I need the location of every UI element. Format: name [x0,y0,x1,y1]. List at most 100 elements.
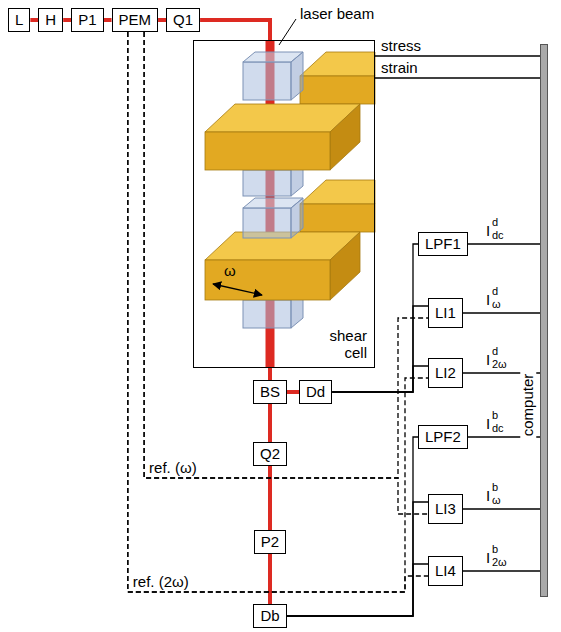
lock-in-box: LI3 [428,494,463,524]
label-anchor: 2ω [492,359,507,370]
lock-in-box: LI4 [428,556,463,586]
optics-box: Q2 [253,442,287,466]
signal-name: I [486,550,490,565]
lower-block-front [205,260,330,300]
node-label: LI2 [435,363,456,383]
signal-superscript: b [492,544,498,555]
reference-wire [128,32,428,592]
signal-name: I [486,488,490,503]
edge-label: ref. (2ω) [133,573,189,590]
node-label: LI4 [435,561,456,581]
signal-wire [332,366,428,392]
signal-name: I [486,223,490,238]
edge-label-anchor: ref. (ω) [149,459,197,476]
modulator-box: PEM [112,8,159,32]
glass-plate [243,62,291,100]
optics-box: Q1 [166,8,200,32]
detector-box: Dd [299,380,332,404]
lower-block-side [330,232,360,300]
signal-subscript: dc [492,230,504,241]
node-label: Q1 [173,10,193,30]
node-label: LI1 [435,303,456,323]
edge-label-anchor: ref. (2ω) [133,573,189,590]
node-label: LPF1 [425,234,461,254]
label-anchor: dc [492,423,504,434]
edge-label-anchor: stress [381,37,421,54]
laser-beam [268,554,272,604]
node-label: Dd [306,382,325,402]
filter-box: LPF2 [418,425,468,449]
motion-symbol: ω [224,263,236,278]
signal-subscript: 2ω [492,359,507,370]
oscillation-arrow [213,284,262,295]
node-label: PEM [119,10,152,30]
signal-superscript: d [492,346,498,357]
signal-wire [463,312,540,313]
signal-superscript: b [492,410,498,421]
signal-wire [463,508,540,509]
label-anchor: d [492,286,498,297]
label-anchor: b [492,410,498,421]
signal-name: I [486,416,490,431]
signal-superscript: d [492,217,498,228]
label-anchor: ω [224,263,236,278]
label-anchor: ω [492,299,501,310]
node-label: LI3 [435,499,456,519]
lock-in-box: LI2 [428,358,463,388]
edge-label: ref. (ω) [149,459,197,476]
label-anchor: d [492,217,498,228]
laser-beam [268,466,272,530]
reference-wire [144,32,428,514]
lock-in-box: LI1 [428,298,463,328]
laser-beam [30,18,38,22]
optics-box: H [38,8,63,32]
signal-wire [375,77,540,78]
reference-wire [144,32,428,478]
node-label: P2 [261,532,279,552]
signal-subscript: dc [492,423,504,434]
glass-plate [243,208,291,238]
node-label: Q2 [260,444,280,464]
node-label: shear cell [321,328,367,362]
signal-name: I [486,352,490,367]
laser-beam [158,18,166,22]
leader-line [279,19,296,45]
computer-bar: computer [540,44,548,597]
optics-box: L [8,8,30,32]
laser-beam [200,20,270,40]
label-anchor: laser beam [300,6,374,21]
glass-plate [243,170,291,196]
label-anchor: b [492,482,498,493]
optics-box: P1 [71,8,103,32]
label-anchor: I [486,223,490,238]
upper-block-side [330,104,360,170]
node-label: L [15,10,23,30]
detector-box: Db [253,604,286,628]
optics-box: BS [253,380,287,404]
signal-wire [468,243,540,244]
filter-box: LPF1 [418,232,468,256]
signal-subscript: ω [492,299,501,310]
glass-plate-side [291,198,303,238]
node-label: P1 [78,10,96,30]
edge-label: stress [381,37,421,54]
glass-plate-side [291,52,303,100]
shear-cell-frame: shear cell [193,40,375,368]
label-anchor: d [492,346,498,357]
signal-subscript: ω [492,495,501,506]
laser-beam [63,18,71,22]
label-anchor: 2ω [492,557,507,568]
upper-arm-top [300,52,375,76]
label-anchor: I [486,416,490,431]
laser-beam [287,390,299,394]
label-anchor: I [486,292,490,307]
upper-arm-front [300,76,375,104]
signal-superscript: b [492,482,498,493]
reference-wire [128,32,428,592]
node-label: BS [260,382,280,402]
laser-beam [268,368,272,380]
signal-superscript: d [492,286,498,297]
lower-arm-front [300,204,375,232]
signal-name: I [486,292,490,307]
label-anchor: ω [492,495,501,506]
